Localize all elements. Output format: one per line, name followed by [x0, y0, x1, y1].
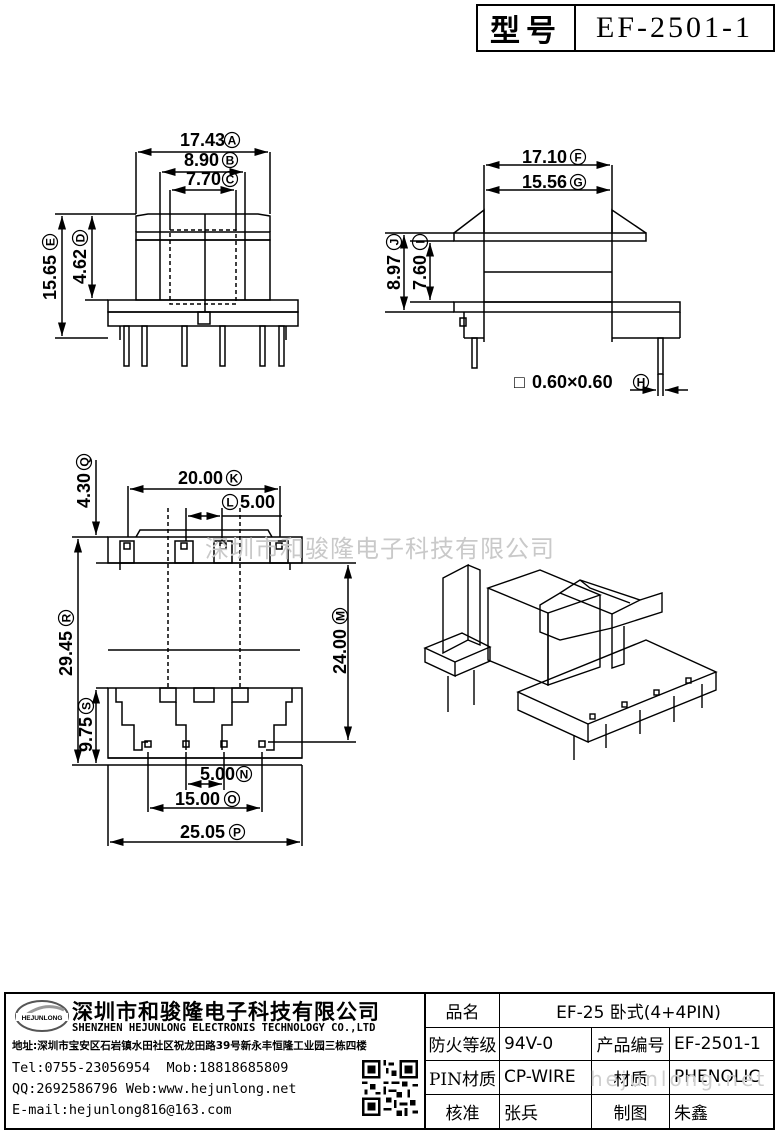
dim-G-tag: G	[573, 176, 582, 190]
dim-D-value: 4.62	[70, 249, 90, 284]
dim-O-value: 15.00	[175, 789, 220, 809]
dim-B-value: 8.90	[184, 150, 219, 170]
dim-R-tag: R	[60, 613, 74, 622]
dim-Q-tag: Q	[78, 457, 92, 466]
spec-table: 品名 EF-25 卧式(4+4PIN) 防火等级 94V-0 产品编号 EF-2…	[426, 994, 773, 1128]
watermark-company: 深圳市和骏隆电子科技有限公司	[205, 535, 555, 563]
contact-line-1: Tel:0755-23056954 Mob:18818685809	[12, 1060, 288, 1076]
logo-text: HEJUNLONG	[22, 1015, 63, 1022]
dim-G-value: 15.56	[522, 172, 567, 192]
dim-R-value: 29.45	[56, 631, 76, 676]
company-info: HEJUNLONG 深圳市和骏隆电子科技有限公司 SHENZHEN HEJUNL…	[6, 994, 426, 1128]
dim-M-tag: M	[334, 611, 348, 621]
tel: Tel:0755-23056954	[12, 1060, 151, 1076]
model-value: EF-2501-1	[596, 11, 753, 44]
dim-F-value: 17.10	[522, 147, 567, 167]
dim-H-tag: H	[637, 376, 646, 390]
dim-O-tag: O	[227, 793, 236, 807]
contact-line-2: QQ:2692586796 Web:www.hejunlong.net	[12, 1081, 297, 1097]
dim-L-value: 5.00	[240, 492, 275, 512]
dim-B-tag: B	[226, 154, 235, 168]
label-material: 材质	[592, 1061, 670, 1095]
dim-K-tag: K	[230, 472, 239, 486]
contact-line-3: E-mail:hejunlong816@163.com	[12, 1102, 231, 1118]
dim-S-value: 9.75	[76, 717, 96, 752]
dim-E-tag: E	[44, 238, 58, 246]
dim-H-prefix: □	[514, 372, 525, 392]
title-block: HEJUNLONG 深圳市和骏隆电子科技有限公司 SHENZHEN HEJUNL…	[4, 992, 775, 1130]
front-view	[55, 147, 299, 367]
qr-code-icon	[362, 1060, 418, 1116]
email: E-mail:hejunlong816@163.com	[12, 1102, 232, 1118]
dim-P-tag: P	[233, 826, 241, 840]
dim-L-tag: L	[226, 496, 233, 510]
dim-J-tag: J	[388, 239, 402, 246]
company-address: 地址:深圳市宝安区石岩镇水田社区祝龙田路39号新永丰恒隆工业园三栋四楼	[12, 1040, 367, 1052]
value-material: PHENOLIC	[670, 1061, 773, 1095]
label-fire-rating: 防火等级	[426, 1027, 500, 1061]
value-fire-rating: 94V-0	[500, 1027, 592, 1061]
company-name-cn: 深圳市和骏隆电子科技有限公司	[72, 999, 380, 1024]
dim-I-tag: I	[414, 240, 428, 243]
dimension-labels: 17.43 A 8.90 B 7.70 C 15.65 E 4.62 D	[40, 130, 650, 842]
dim-P-value: 25.05	[180, 822, 225, 842]
value-pin-material: CP-WIRE	[500, 1061, 592, 1095]
isometric-view	[423, 563, 718, 760]
dim-J-value: 8.97	[384, 255, 404, 290]
value-product-code: EF-2501-1	[670, 1028, 773, 1061]
dim-E-value: 15.65	[40, 255, 60, 300]
dim-Q-value: 4.30	[74, 473, 94, 508]
dim-D-tag: D	[74, 233, 88, 242]
label-name: 品名	[426, 994, 500, 1028]
dim-M-value: 24.00	[330, 629, 350, 674]
dim-N-tag: N	[240, 768, 249, 782]
bottom-view	[72, 460, 356, 847]
label-pin-material: PIN材质	[426, 1061, 500, 1095]
model-label: 型号	[478, 6, 576, 50]
mobile: Mob:18818685809	[166, 1060, 289, 1076]
dim-S-tag: S	[80, 702, 94, 710]
technical-drawing: 17.43 A 8.90 B 7.70 C 15.65 E 4.62 D	[40, 130, 718, 847]
side-view	[385, 160, 688, 396]
dim-A-tag: A	[228, 134, 237, 148]
qq: QQ:2692586796	[12, 1081, 118, 1097]
dim-I-value: 7.60	[410, 255, 430, 290]
dim-K-value: 20.00	[178, 468, 223, 488]
label-approved: 核准	[426, 1094, 500, 1128]
dim-C-value: 7.70	[186, 169, 221, 189]
company-logo-icon: HEJUNLONG	[15, 1000, 69, 1032]
dim-N-value: 5.00	[200, 764, 235, 784]
front-pins	[123, 325, 285, 367]
value-name: EF-25 卧式(4+4PIN)	[500, 994, 773, 1028]
website: Web:www.hejunlong.net	[125, 1081, 297, 1097]
model-header: 型号 EF-2501-1	[476, 4, 775, 52]
label-product-code: 产品编号	[592, 1027, 670, 1061]
value-drawn: 朱鑫	[674, 1103, 708, 1124]
dim-C-tag: C	[226, 173, 235, 187]
company-name-en: SHENZHEN HEJUNLONG ELECTRONIS TECHNOLOGY…	[72, 1022, 376, 1034]
dim-A-value: 17.43	[180, 130, 225, 150]
dim-F-tag: F	[574, 151, 581, 165]
value-approved: 张兵	[500, 1094, 592, 1128]
label-drawn: 制图	[592, 1094, 670, 1128]
watermark-url: hejunlong.net	[590, 1067, 768, 1091]
dim-H-value: 0.60×0.60	[532, 372, 613, 392]
